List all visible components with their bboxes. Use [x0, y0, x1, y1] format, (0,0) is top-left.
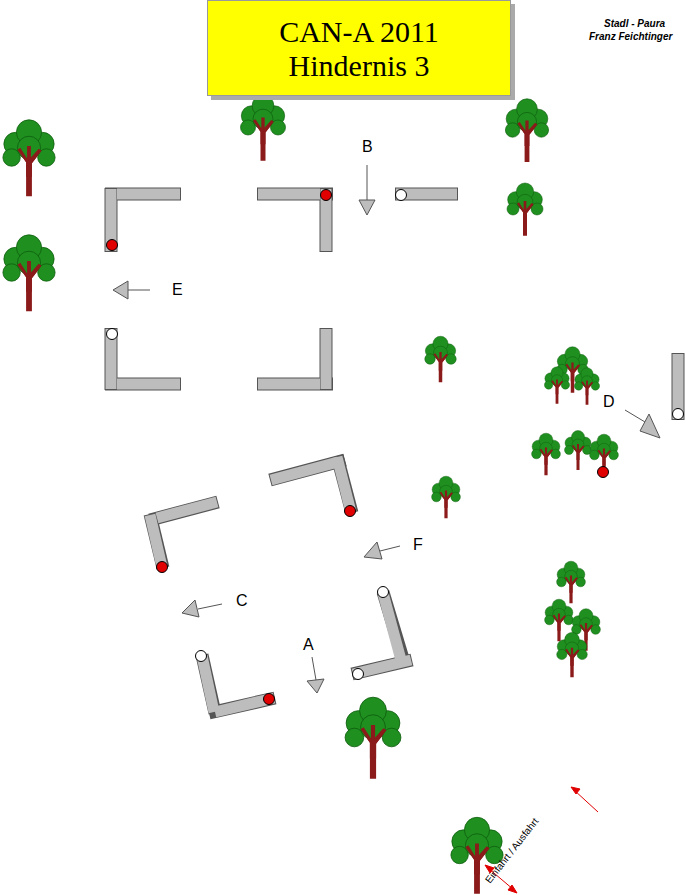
title-text: CAN-A 2011 Hindernis 3: [239, 15, 479, 83]
passage-letter: B: [362, 138, 373, 156]
gate-flags: [107, 190, 684, 705]
credit-text: Stadl - Paura: [604, 18, 665, 29]
credit-text: Franz Feichtinger: [589, 31, 672, 42]
passage-letter: E: [172, 281, 183, 299]
passage-letter: D: [603, 393, 615, 411]
passage-letter: C: [236, 592, 248, 610]
passage-letter: F: [413, 536, 423, 554]
gate-bars: [105, 188, 678, 713]
trees: [3, 95, 618, 894]
direction-arrows: [113, 165, 660, 693]
passage-letter: A: [303, 636, 314, 654]
title-banner: CAN-A 2011 Hindernis 3: [207, 0, 511, 96]
entry-arrows: [485, 787, 598, 893]
